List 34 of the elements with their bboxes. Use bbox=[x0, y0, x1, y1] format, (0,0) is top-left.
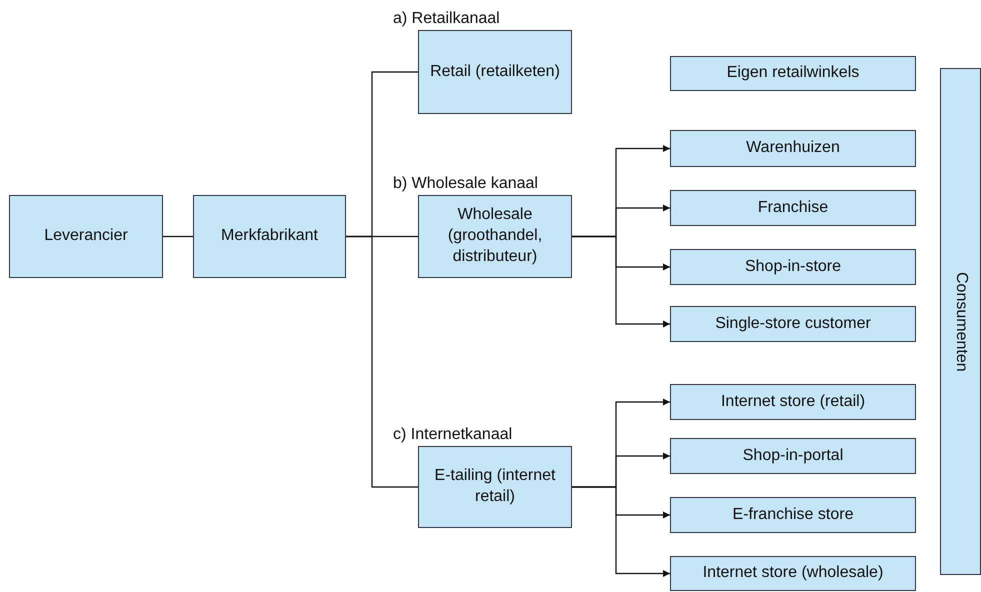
channel-heading: b) Wholesale kanaal bbox=[393, 174, 538, 194]
box-label: Internet store (retail) bbox=[720, 392, 866, 412]
process-box bbox=[670, 249, 916, 285]
connector-line bbox=[163, 236, 193, 238]
process-box bbox=[670, 497, 916, 533]
box-label: E-tailing (internet retail) bbox=[434, 466, 556, 507]
box-label: Single-store customer bbox=[714, 314, 872, 334]
box-label: Shop-in-portal bbox=[742, 446, 844, 466]
process-box bbox=[193, 195, 346, 278]
process-box bbox=[9, 195, 163, 278]
process-box bbox=[670, 384, 916, 420]
connector-line bbox=[346, 236, 418, 488]
box-label: Retail (retailketen) bbox=[429, 62, 561, 82]
box-label: Consumenten bbox=[952, 272, 971, 372]
arrow bbox=[572, 486, 670, 577]
box-label: Eigen retailwinkels bbox=[726, 63, 860, 84]
box-label: Franchise bbox=[756, 198, 830, 218]
box-label: Merkfabrikant bbox=[220, 226, 319, 246]
box-label: Internet store (wholesale) bbox=[702, 563, 884, 584]
process-box bbox=[670, 130, 916, 167]
box-label: Warenhuizen bbox=[745, 138, 841, 158]
channel-heading: a) Retailkanaal bbox=[393, 9, 500, 30]
box-label: Wholesale (groothandel, distributeur) bbox=[446, 205, 544, 267]
process-box bbox=[670, 56, 916, 91]
box-label: Leverancier bbox=[43, 226, 129, 246]
process-box bbox=[670, 438, 916, 474]
box-label: E-franchise store bbox=[732, 504, 854, 525]
channel-heading: c) Internetkanaal bbox=[393, 425, 512, 446]
process-box bbox=[940, 68, 981, 575]
box-label: Shop-in-store bbox=[744, 256, 842, 277]
process-box bbox=[670, 306, 916, 342]
arrow bbox=[572, 236, 670, 328]
process-box bbox=[670, 190, 916, 226]
process-box bbox=[670, 556, 916, 591]
